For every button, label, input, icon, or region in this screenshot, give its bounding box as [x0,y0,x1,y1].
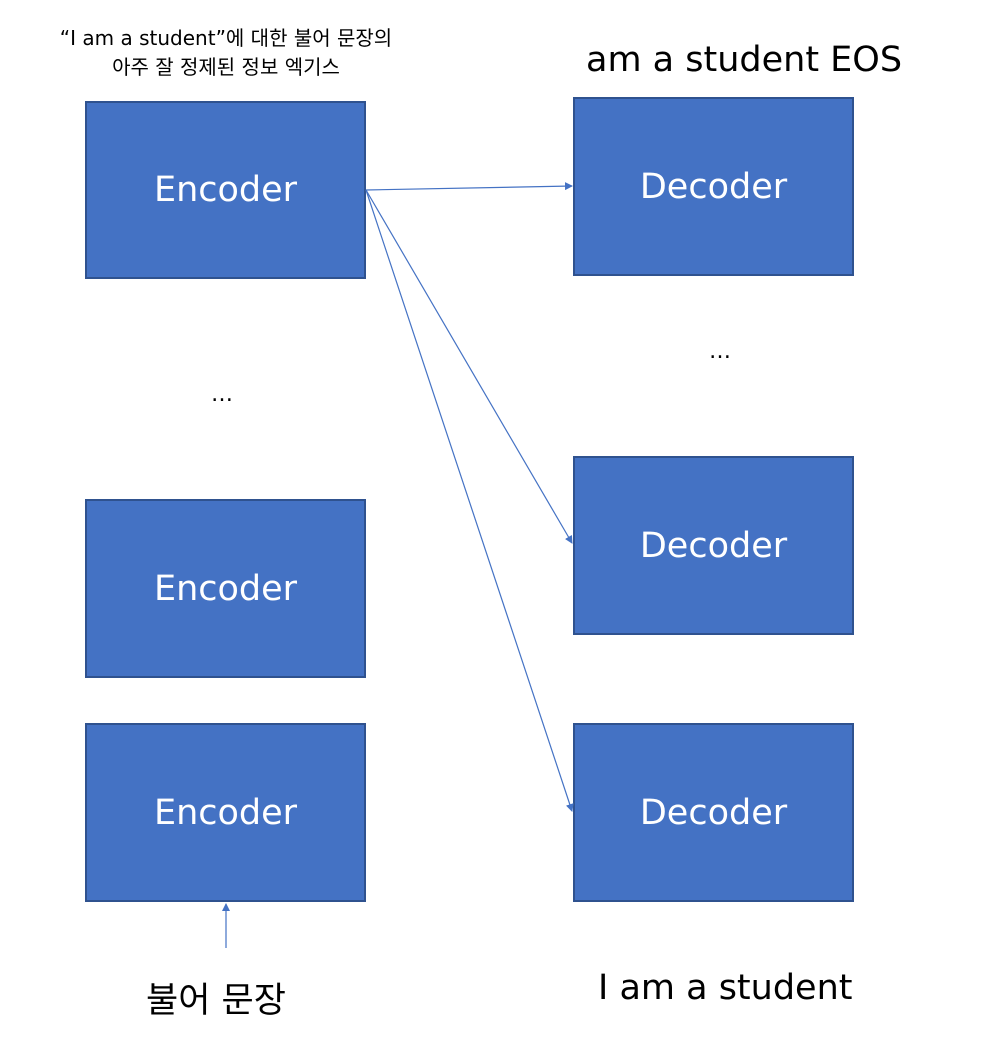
decoder-label: Decoder [639,792,788,833]
decoder-ellipsis: … [709,339,731,364]
encoder-label: Encoder [153,170,298,210]
decoder-box-middle: Decoder [573,456,854,635]
caption-line-2: 아주 잘 정제된 정보 엑기스 [112,55,340,79]
decoder-label: Decoder [639,525,788,566]
context-vector-caption: “I am a student”에 대한 불어 문장의 아주 잘 정제된 정보 … [6,24,446,82]
decoder-output-tokens: am a student EOS [586,40,903,80]
decoder-input-tokens: I am a student [598,968,853,1008]
encoder-label: Encoder [153,792,298,833]
encoder-box-bottom: Encoder [85,723,366,902]
decoder-box-top: Decoder [573,97,854,276]
decoder-label: Decoder [639,166,788,207]
encoder-label: Encoder [153,568,298,609]
decoder-box-bottom: Decoder [573,723,854,902]
encoder-box-middle: Encoder [85,499,366,678]
context-arrow-to-decoder-bottom [365,189,574,812]
context-arrow-to-decoder-top [365,182,573,191]
context-arrow-to-decoder-middle [365,189,573,544]
caption-line-1: “I am a student”에 대한 불어 문장의 [59,26,393,50]
encoder-input-label: 불어 문장 [146,981,286,1021]
encoder-box-top: Encoder [85,101,366,279]
encoder-ellipsis: … [211,382,233,407]
